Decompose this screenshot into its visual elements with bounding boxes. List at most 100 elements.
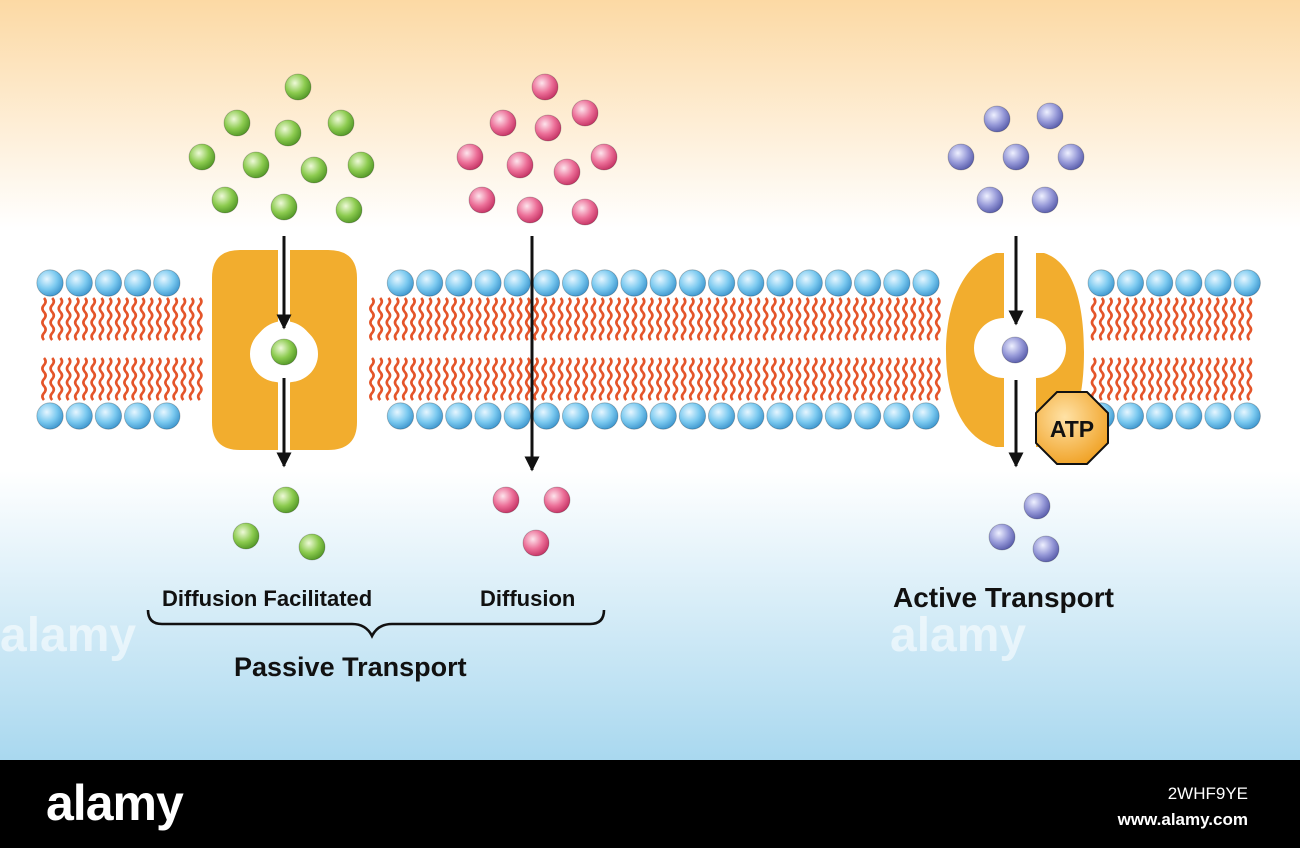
phospholipid-head (445, 402, 473, 430)
phospholipid-head (912, 402, 940, 430)
phospholipid-head (1175, 269, 1203, 297)
phospholipid-head (883, 402, 911, 430)
phospholipid-head (474, 402, 502, 430)
flow-arrows (276, 236, 1024, 472)
phospholipid-head (65, 402, 93, 430)
phospholipid-heads-top (36, 269, 1261, 297)
pink-molecule (506, 151, 534, 179)
purple-molecule (988, 523, 1016, 551)
phospholipid-head (1204, 402, 1232, 430)
image-id: 2WHF9YE (1167, 784, 1248, 803)
pink-molecule (531, 73, 559, 101)
passive-transport-brace (146, 609, 606, 639)
transport-diagram: ATP (0, 0, 1300, 760)
phospholipid-head (532, 402, 561, 430)
lipid-tail-row-upper (41, 297, 1253, 341)
phospholipid-head (94, 402, 123, 430)
active-transport-label: Active Transport (893, 582, 1114, 613)
phospholipid-head (445, 269, 473, 297)
phospholipid-head (1116, 402, 1145, 430)
purple-molecule (1057, 143, 1085, 171)
pink-molecule (590, 143, 618, 171)
green-molecule (300, 156, 328, 184)
pink-molecule (543, 486, 571, 514)
pink-molecules (456, 73, 618, 557)
green-molecule (272, 486, 300, 514)
green-molecule (335, 196, 363, 224)
lipid-tail-row-lower (41, 357, 1253, 401)
phospholipid-head (737, 269, 765, 297)
phospholipid-head (153, 402, 181, 430)
facilitated-diffusion-label: Diffusion Facilitated (162, 586, 373, 611)
pink-molecule (571, 198, 599, 226)
phospholipid-head (1233, 269, 1261, 297)
phospholipid-head (766, 402, 794, 430)
alamy-logo: alamy (46, 775, 184, 831)
pink-molecule (522, 529, 550, 557)
pink-molecule (489, 109, 517, 137)
phospholipid-head (124, 269, 152, 297)
green-molecule (284, 73, 312, 101)
phospholipid-head (678, 269, 707, 297)
phospholipid-head (36, 402, 64, 430)
phospholipid-head (415, 402, 444, 430)
purple-molecule (947, 143, 975, 171)
phospholipid-head (94, 269, 123, 297)
phospholipid-head (503, 402, 531, 430)
phospholipid-head (1087, 269, 1115, 297)
phospholipid-head (853, 269, 882, 297)
green-molecule (347, 151, 375, 179)
green-molecule (242, 151, 270, 179)
phospholipid-head (824, 402, 853, 430)
green-molecule (274, 119, 302, 147)
passive-transport-label: Passive Transport (234, 652, 467, 682)
phospholipid-head (1233, 402, 1261, 430)
phospholipid-head (649, 402, 677, 430)
green-molecule (188, 143, 216, 171)
lipid-tails (41, 297, 1253, 401)
phospholipid-head (1146, 269, 1174, 297)
phospholipid-head (737, 402, 765, 430)
atp-octagon-icon (1035, 391, 1109, 465)
phospholipid-heads-bottom (36, 402, 1261, 430)
phospholipid-head (707, 402, 736, 430)
phospholipid-head (503, 269, 531, 297)
pink-molecule (516, 196, 544, 224)
diagram-canvas: ATP (0, 0, 1300, 760)
phospholipid-head (1204, 269, 1232, 297)
phospholipid-head (474, 269, 502, 297)
atp-label: ATP (1050, 416, 1094, 442)
pink-molecule (553, 158, 581, 186)
green-molecule (223, 109, 251, 137)
phospholipid-head (707, 269, 736, 297)
atp-badge: ATP (1035, 391, 1109, 465)
green-molecule (211, 186, 239, 214)
phospholipid-head (1146, 402, 1174, 430)
phospholipid-head (1175, 402, 1203, 430)
purple-molecules (947, 102, 1085, 563)
carrier-protein-left (946, 253, 1004, 447)
phospholipid-head (561, 269, 590, 297)
pink-molecule (571, 99, 599, 127)
phospholipid-head (386, 269, 414, 297)
green-molecule (232, 522, 260, 550)
phospholipid-head (649, 269, 677, 297)
green-molecule (327, 109, 355, 137)
phospholipid-head (912, 269, 940, 297)
purple-molecule (1001, 336, 1029, 364)
phospholipid-head (1116, 269, 1145, 297)
phospholipid-head (36, 269, 64, 297)
purple-molecule (1023, 492, 1051, 520)
watermark-logo-faint-left: alamy (0, 609, 137, 662)
green-molecule (270, 338, 298, 366)
phospholipid-head (766, 269, 794, 297)
purple-molecule (983, 105, 1011, 133)
purple-molecule (1036, 102, 1064, 130)
purple-molecule (1031, 186, 1059, 214)
phospholipid-head (386, 402, 414, 430)
site-url: www.alamy.com (1117, 810, 1248, 829)
watermark-logo-faint-right: alamy (890, 609, 1027, 662)
phospholipid-head (678, 402, 707, 430)
purple-molecule (1002, 143, 1030, 171)
phospholipid-head (124, 402, 152, 430)
